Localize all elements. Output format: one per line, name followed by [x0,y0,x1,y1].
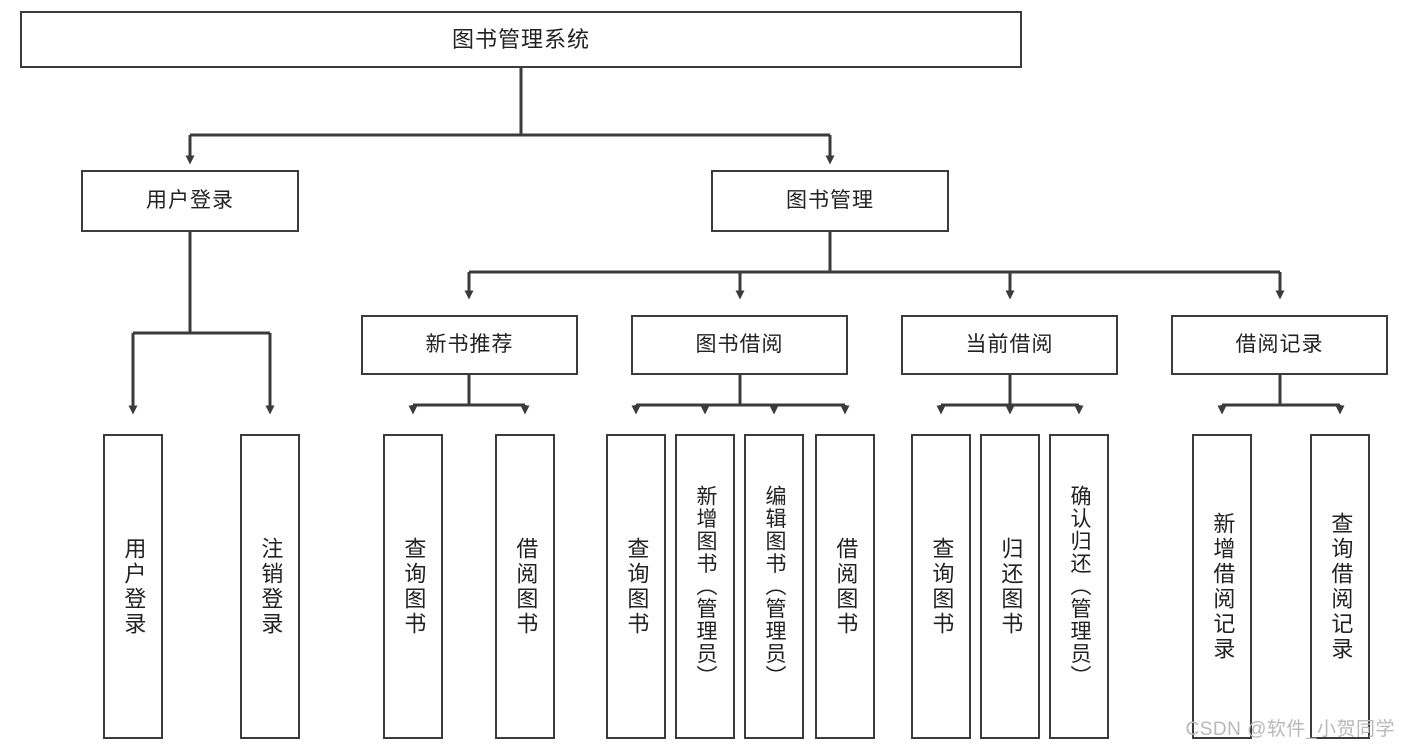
leaf-query-borrow-record[interactable]: 查询借阅记录 [1310,434,1370,739]
node-label: 编辑图书（管理员） [762,485,786,688]
node-label: 注销登录 [258,536,284,637]
node-label: 新增借阅记录 [1210,511,1236,662]
watermark: CSDN @软件_小贺同学 [1185,719,1395,740]
leaf-user-login[interactable]: 用户登录 [103,434,163,739]
node-label: 查询图书 [624,536,650,637]
node-root-system[interactable]: 图书管理系统 [20,11,1022,68]
node-label: 查询图书 [401,536,427,637]
node-current-borrow[interactable]: 当前借阅 [901,315,1118,375]
leaf-return-book[interactable]: 归还图书 [980,434,1040,739]
leaf-edit-book-admin[interactable]: 编辑图书（管理员） [744,434,804,739]
node-borrow-record[interactable]: 借阅记录 [1171,315,1388,375]
node-label: 图书管理系统 [451,26,590,52]
node-label: 借阅图书 [513,536,539,637]
node-label: 用户登录 [121,536,147,637]
node-label: 借阅图书 [833,536,859,637]
leaf-query-book-borrow[interactable]: 查询图书 [606,434,666,739]
node-label: 用户登录 [146,188,234,212]
node-label: 借阅记录 [1235,332,1324,356]
node-label: 图书借阅 [695,332,784,356]
leaf-query-book-current[interactable]: 查询图书 [911,434,971,739]
node-label: 新增图书（管理员） [693,485,717,688]
node-new-book-recommend[interactable]: 新书推荐 [361,315,578,375]
node-label: 当前借阅 [965,332,1054,356]
leaf-add-borrow-record[interactable]: 新增借阅记录 [1192,434,1252,739]
node-book-management[interactable]: 图书管理 [711,170,949,232]
node-label: 确认归还（管理员） [1067,485,1091,688]
leaf-add-book-admin[interactable]: 新增图书（管理员） [675,434,735,739]
leaf-confirm-return-admin[interactable]: 确认归还（管理员） [1049,434,1109,739]
node-user-login[interactable]: 用户登录 [81,170,299,232]
node-label: 查询图书 [929,536,955,637]
leaf-borrow-book-recommend[interactable]: 借阅图书 [495,434,555,739]
node-book-borrow[interactable]: 图书借阅 [631,315,848,375]
leaf-logout[interactable]: 注销登录 [240,434,300,739]
node-label: 新书推荐 [425,332,514,356]
node-label: 归还图书 [998,536,1024,637]
node-label: 图书管理 [786,188,874,212]
leaf-borrow-book[interactable]: 借阅图书 [815,434,875,739]
node-label: 查询借阅记录 [1328,511,1354,662]
leaf-query-book-recommend[interactable]: 查询图书 [383,434,443,739]
